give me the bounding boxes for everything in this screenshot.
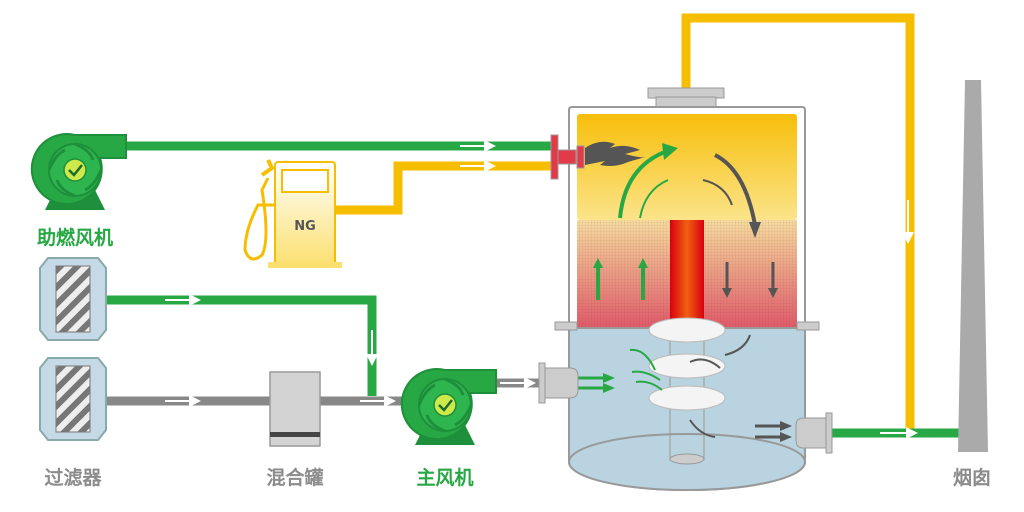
flame-icon bbox=[585, 141, 645, 166]
rotary-valve-discs bbox=[648, 317, 726, 411]
combustion-chamber bbox=[577, 114, 797, 220]
rto-vessel bbox=[554, 87, 820, 491]
outlet-connector bbox=[795, 412, 833, 454]
ng-label: NG bbox=[294, 219, 316, 234]
ng-pipe bbox=[330, 161, 552, 215]
chimney-label: 烟囱 bbox=[953, 466, 991, 489]
mixing-tank-label: 混合罐 bbox=[266, 466, 323, 489]
burner[interactable] bbox=[550, 134, 645, 180]
exhaust-pipe-yellow bbox=[681, 13, 915, 432]
inlet-connector bbox=[538, 362, 579, 404]
fresh-air-pipe bbox=[104, 295, 377, 396]
filter-label: 过滤器 bbox=[44, 467, 102, 489]
combustion-fan[interactable] bbox=[30, 133, 127, 210]
mixing-tank[interactable] bbox=[269, 371, 321, 447]
filter-upper[interactable] bbox=[39, 257, 107, 341]
main-fan-label: 主风机 bbox=[416, 467, 473, 489]
check-icon bbox=[433, 393, 457, 417]
center-duct bbox=[670, 220, 704, 320]
filter-lower[interactable] bbox=[39, 357, 107, 441]
combustion-fan-label: 助燃风机 bbox=[37, 226, 113, 249]
chimney bbox=[958, 80, 988, 452]
main-fan[interactable] bbox=[400, 368, 497, 445]
check-icon bbox=[63, 158, 87, 182]
ng-dispenser[interactable]: NG bbox=[243, 159, 342, 268]
